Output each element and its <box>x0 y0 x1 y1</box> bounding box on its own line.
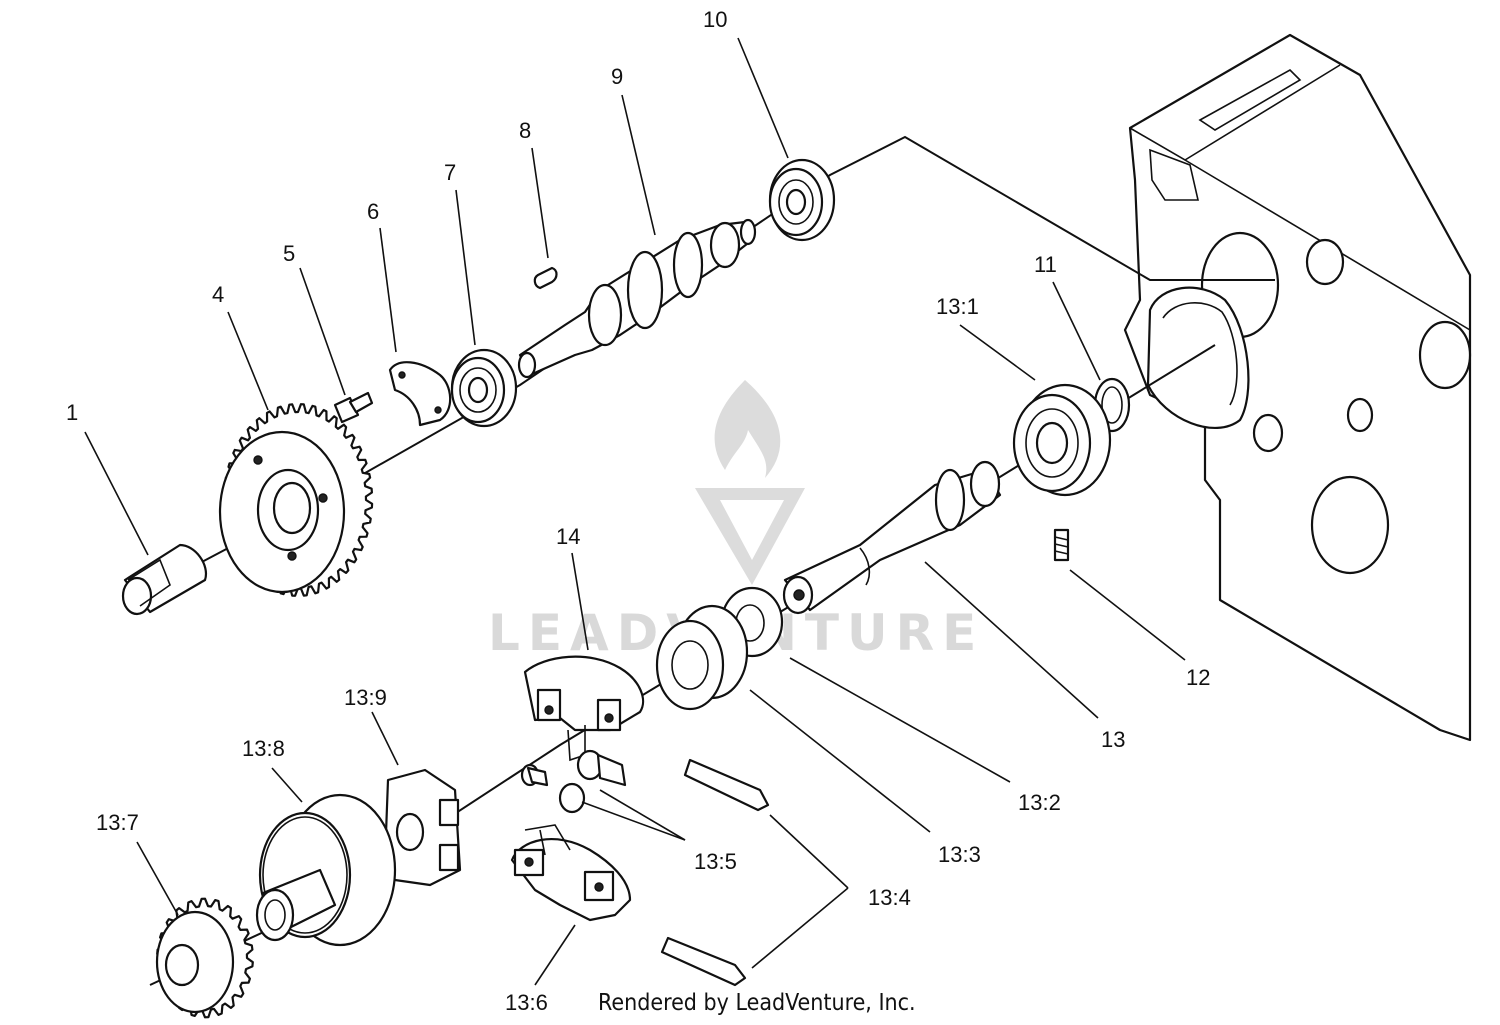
callout-13-7: 13:7 <box>96 810 139 835</box>
callout-9: 9 <box>611 64 623 89</box>
callout-7: 7 <box>444 160 456 185</box>
part-9-camshaft <box>517 218 757 379</box>
callout-4: 4 <box>212 282 224 307</box>
part-4-cam-gear <box>218 403 374 597</box>
callout-13-5: 13:5 <box>694 849 737 874</box>
part-13-5-bushings <box>520 749 627 814</box>
part-13-7-pinion-gear <box>155 897 254 1019</box>
part-13-8-drum <box>255 793 397 947</box>
callout-13-1: 13:1 <box>936 294 979 319</box>
callout-10: 10 <box>703 7 727 32</box>
callout-13-8: 13:8 <box>242 736 285 761</box>
part-13-9-plate <box>383 768 462 887</box>
callout-13-4: 13:4 <box>868 885 911 910</box>
part-8-key <box>533 266 558 290</box>
part-6-retainer-plate <box>388 361 452 427</box>
part-13-governor-shaft <box>782 460 1002 615</box>
part-13-6-governor-weight <box>510 824 632 922</box>
part-5-bolt <box>333 391 374 424</box>
part-7-bearing <box>450 348 518 428</box>
callout-12: 12 <box>1186 665 1210 690</box>
part-14-weight-holder <box>523 655 645 762</box>
callout-6: 6 <box>367 199 379 224</box>
part-10-bearing <box>768 158 836 242</box>
callout-11: 11 <box>1034 252 1057 277</box>
callout-13-2: 13:2 <box>1018 790 1061 815</box>
callout-13-9: 13:9 <box>344 685 387 710</box>
callout-8: 8 <box>519 118 531 143</box>
engine-block <box>1123 33 1472 742</box>
callout-labels: 1 4 5 6 7 8 9 10 11 12 13 13:1 13:2 13:3… <box>66 7 1210 1015</box>
callout-5: 5 <box>283 241 295 266</box>
callout-13: 13 <box>1101 727 1125 752</box>
part-12-set-screw <box>1053 528 1070 562</box>
part-13-4-pins <box>660 758 770 987</box>
part-1-collar <box>121 543 208 616</box>
callout-1: 1 <box>66 400 78 425</box>
leader-lines <box>84 37 1186 986</box>
callout-13-3: 13:3 <box>938 842 981 867</box>
part-13-3-sleeve <box>655 604 749 711</box>
part-13-1-bearing <box>1012 383 1112 497</box>
callout-14: 14 <box>556 524 580 549</box>
footer-credit: Rendered by LeadVenture, Inc. <box>598 990 916 1016</box>
callout-13-6: 13:6 <box>505 990 548 1015</box>
